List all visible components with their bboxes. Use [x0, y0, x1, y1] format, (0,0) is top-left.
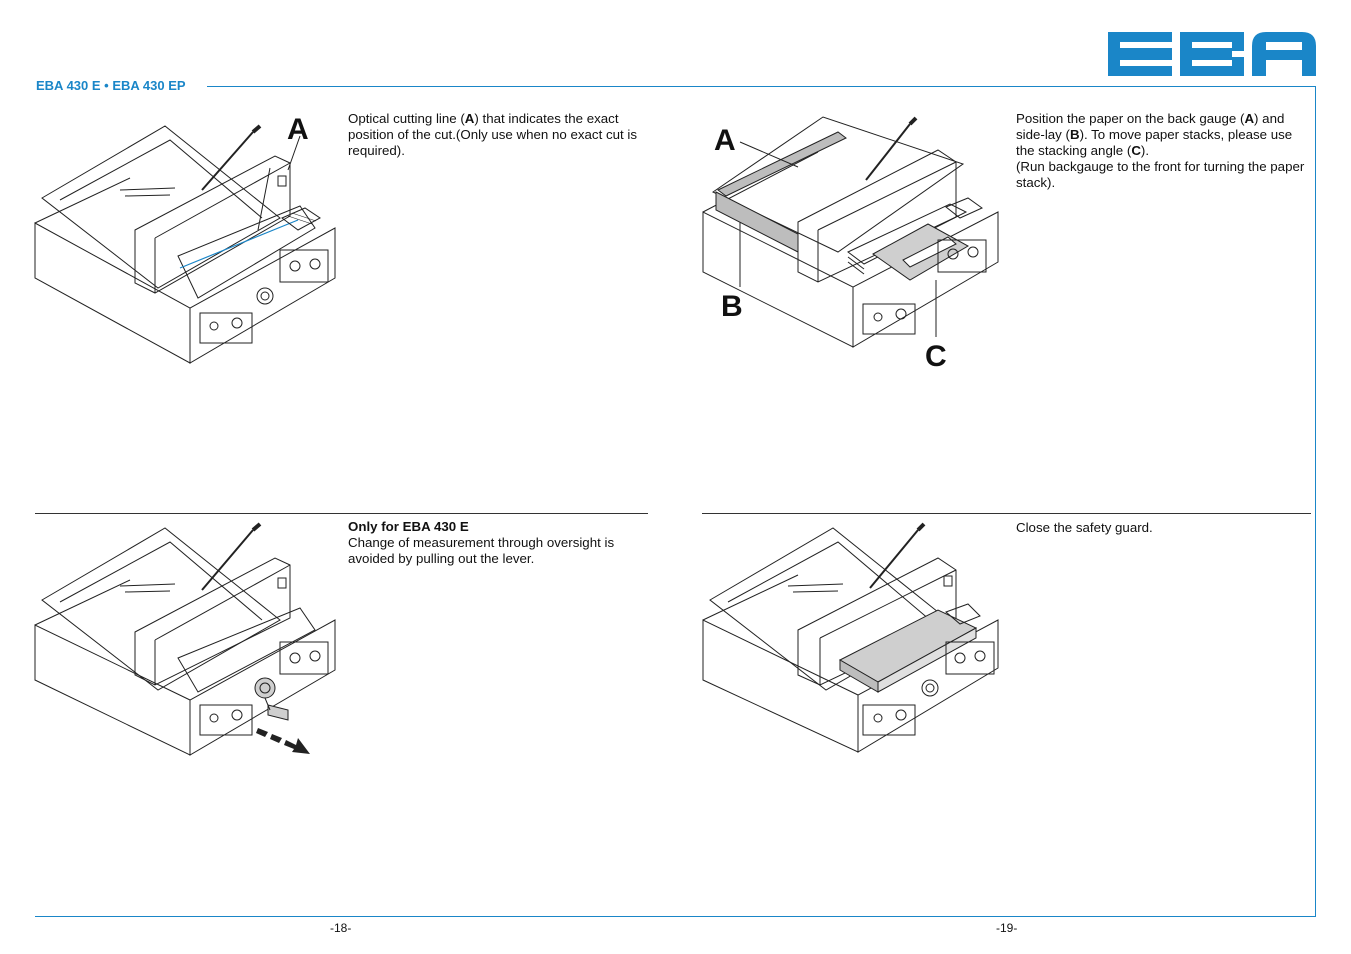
label-c-stacking-angle: C: [925, 340, 947, 373]
section-divider-left: [35, 513, 648, 514]
label-a-top-left: A: [287, 113, 309, 146]
footer-rule: [35, 916, 1316, 917]
section-divider-right: [702, 513, 1311, 514]
instruction-close-guard: Close the safety guard.: [1016, 520, 1153, 535]
instruction-lever-heading: Only for EBA 430 E: [348, 519, 469, 534]
page-number-left: -18-: [330, 921, 352, 935]
document-header-title: EBA 430 E • EBA 430 EP: [36, 78, 186, 93]
figure-back-gauge-side-lay: [702, 116, 999, 348]
label-a-back-gauge: A: [714, 124, 736, 157]
right-page-top-rule: [676, 86, 1316, 87]
right-page-side-rule: [1315, 86, 1316, 917]
page-number-right: -19-: [996, 921, 1018, 935]
label-b-side-lay: B: [721, 290, 743, 323]
figure-optical-cutting-line: [34, 124, 336, 364]
eba-logo: [1108, 32, 1316, 76]
instruction-optical-cutting-line: Optical cutting line (A) that indicates …: [348, 111, 637, 158]
header-rule: [207, 86, 676, 87]
figure-pull-out-lever: [34, 522, 336, 756]
instruction-position-paper: Position the paper on the back gauge (A)…: [1016, 111, 1305, 190]
figure-close-safety-guard: [702, 522, 999, 753]
